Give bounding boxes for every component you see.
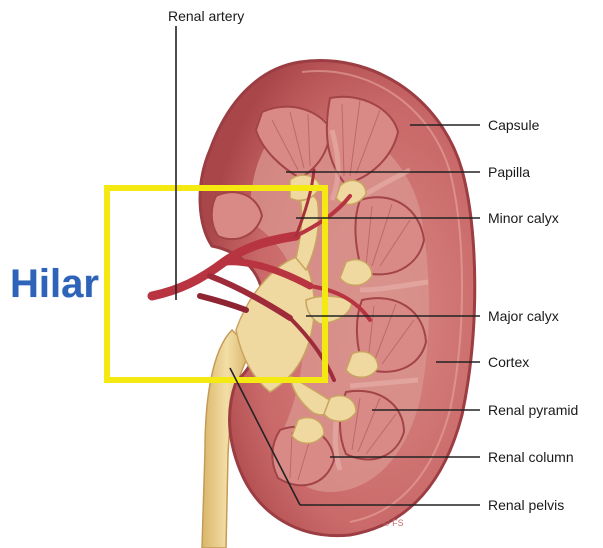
label-capsule: Capsule — [488, 117, 539, 133]
label-renal-pelvis: Renal pelvis — [488, 497, 564, 513]
label-renal-artery: Renal artery — [168, 8, 244, 24]
hilar-callout: Hilar — [10, 262, 99, 306]
minor-calyx-3 — [340, 260, 372, 286]
label-cortex: Cortex — [488, 354, 529, 370]
label-papilla: Papilla — [488, 164, 530, 180]
label-renal-pyramid: Renal pyramid — [488, 402, 578, 418]
label-major-calyx: Major calyx — [488, 308, 559, 324]
minor-calyx-4 — [346, 352, 378, 378]
minor-calyx-6 — [292, 418, 324, 444]
illustration-credit: © FS — [383, 518, 404, 528]
label-minor-calyx: Minor calyx — [488, 210, 559, 226]
label-renal-column: Renal column — [488, 449, 574, 465]
minor-calyx-5 — [324, 396, 356, 422]
